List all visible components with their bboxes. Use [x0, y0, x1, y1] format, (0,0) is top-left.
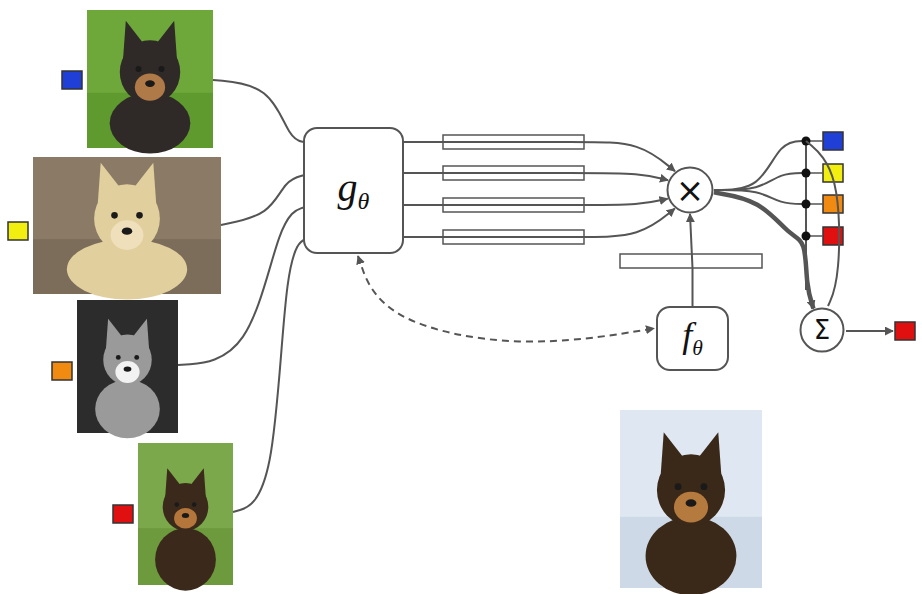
dog-body: [155, 528, 216, 590]
score-wire: [714, 173, 806, 190]
connector-arrow: [404, 142, 675, 171]
class-square: [113, 505, 133, 523]
encoder-box: fθ: [656, 306, 729, 371]
input-wire: [178, 207, 305, 365]
dog-eye: [111, 212, 118, 219]
score-dot: [802, 169, 811, 178]
dog-head: [94, 184, 160, 253]
dog-eye: [116, 355, 121, 360]
dog-photo: [620, 410, 762, 594]
dog-muzzle: [135, 74, 165, 101]
connector-arrow: [404, 199, 668, 205]
dog-nose: [145, 80, 155, 87]
class-square: [895, 322, 915, 340]
dog-eye: [135, 66, 141, 72]
class-square: [62, 71, 82, 89]
dog-muzzle: [111, 220, 144, 250]
dog-body: [95, 380, 160, 439]
sum-wire: [806, 141, 839, 306]
dog-eye: [136, 212, 143, 219]
input-wire: [213, 80, 305, 142]
dog-photo: [138, 443, 233, 591]
input-wire: [221, 175, 305, 225]
class-square: [52, 362, 72, 380]
dog-photo: [33, 157, 221, 299]
sum-circle: Σ: [799, 307, 845, 353]
score-dot: [802, 200, 811, 209]
dog-photo: [87, 10, 213, 154]
dog-eye: [158, 66, 164, 72]
encoder-label: gθ: [338, 168, 370, 213]
class-square: [8, 222, 28, 240]
connector-arrow: [690, 214, 693, 306]
encoder-label: fθ: [682, 317, 703, 359]
dog-body: [646, 517, 737, 594]
score-dot: [802, 232, 811, 241]
operator-symbol: Σ: [814, 317, 830, 343]
dog-muzzle: [674, 492, 708, 523]
output-arrow: [846, 330, 893, 332]
dog-eye: [675, 483, 682, 490]
dog-muzzle: [174, 508, 197, 529]
product-circle: ×: [666, 166, 714, 214]
dog-nose: [122, 228, 133, 235]
dog-eye: [134, 355, 139, 360]
input-wire: [233, 238, 310, 512]
dog-nose: [124, 366, 132, 371]
connector-arrow: [404, 209, 675, 237]
connector-arrow: [714, 192, 814, 308]
dog-head: [103, 334, 151, 385]
score-wire: [714, 141, 806, 190]
dog-head: [657, 454, 725, 526]
dog-eye: [175, 502, 180, 507]
class-square: [823, 132, 843, 150]
dog-photo: [77, 300, 178, 438]
dashed-link: [358, 256, 654, 342]
operator-symbol: ×: [676, 173, 705, 207]
class-square: [823, 195, 843, 213]
dog-nose: [686, 499, 697, 506]
dog-nose: [182, 513, 189, 518]
dog-head: [120, 40, 180, 104]
encoder-box: gθ: [303, 127, 404, 254]
dog-eye: [701, 483, 708, 490]
dog-head: [163, 483, 209, 531]
dog-muzzle: [115, 361, 139, 383]
connector-arrow: [404, 173, 668, 180]
dog-eye: [192, 502, 197, 507]
